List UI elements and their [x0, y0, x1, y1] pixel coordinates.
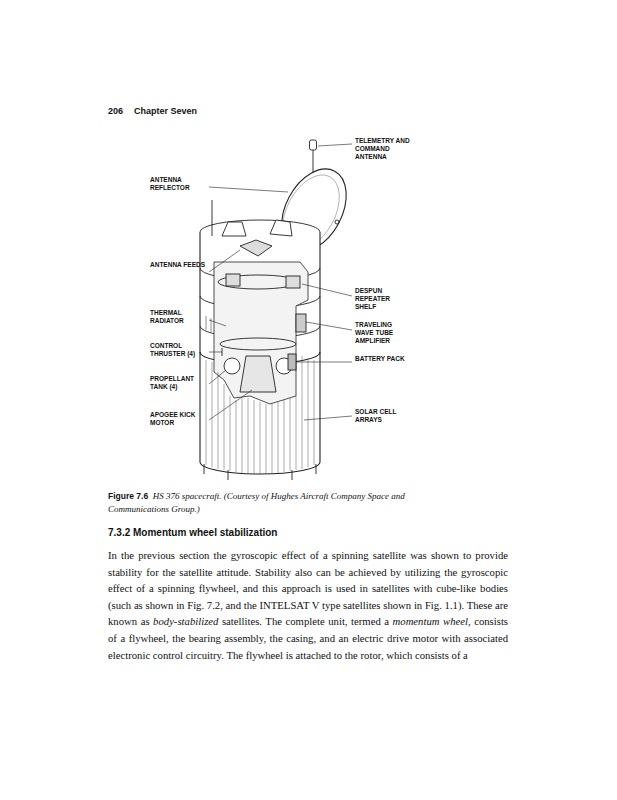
figure-caption: HS 376 spacecraft. (Courtesy of Hughes A… [108, 491, 405, 514]
part-label: APOGEE KICK MOTOR [150, 411, 206, 427]
feed-horn [222, 222, 246, 236]
part-label: BATTERY PACK [355, 355, 411, 363]
twt-box [286, 276, 300, 288]
part-label: PROPELLANT TANK (4) [150, 375, 206, 391]
cylinder-body [200, 232, 320, 474]
leg [228, 470, 229, 480]
part-label: THERMAL RADIATOR [150, 309, 206, 325]
solar-stripes [206, 356, 314, 474]
leg [292, 470, 293, 480]
feed-block [240, 240, 272, 256]
twt-tube [296, 314, 306, 332]
cylinder-top [200, 220, 320, 232]
emphasis-term: body-stabilized [153, 615, 218, 627]
leg [316, 464, 317, 474]
battery-pack [288, 354, 296, 370]
leader-lines [209, 144, 352, 420]
section-heading: 7.3.2 Momentum wheel stabilization [108, 527, 277, 538]
reflector-bolt [335, 220, 339, 224]
part-label: TRAVELING WAVE TUBE AMPLIFIER [355, 321, 411, 344]
part-label: DESPUN REPEATER SHELF [355, 287, 411, 310]
part-label: ANTENNA REFLECTOR [150, 176, 206, 192]
body-text: satellites. The complete unit, termed a [222, 615, 389, 627]
emphasis-term: momentum wheel [393, 615, 468, 627]
kick-motor [240, 356, 276, 392]
leg [204, 464, 205, 474]
feed-horn [270, 220, 292, 236]
running-head: Chapter Seven [134, 106, 197, 116]
inner-shelf [220, 338, 296, 350]
page-number: 206 [108, 106, 123, 116]
body-paragraph: In the previous section the gyroscopic e… [108, 547, 508, 663]
part-label: TELEMETRY AND COMMAND ANTENNA [355, 137, 411, 160]
part-label: ANTENNA FEEDS [150, 261, 206, 269]
antenna-tip [310, 140, 317, 150]
part-label: CONTROL THRUSTER (4) [150, 342, 206, 358]
twt-box [226, 274, 240, 286]
cutaway [214, 262, 308, 404]
propellant-tank [224, 358, 240, 374]
figure-number: Figure 7.6 [108, 491, 148, 501]
part-label: SOLAR CELL ARRAYS [355, 408, 411, 424]
feed-whip [212, 200, 213, 236]
figure-caption-block: Figure 7.6 HS 376 spacecraft. (Courtesy … [108, 490, 408, 515]
